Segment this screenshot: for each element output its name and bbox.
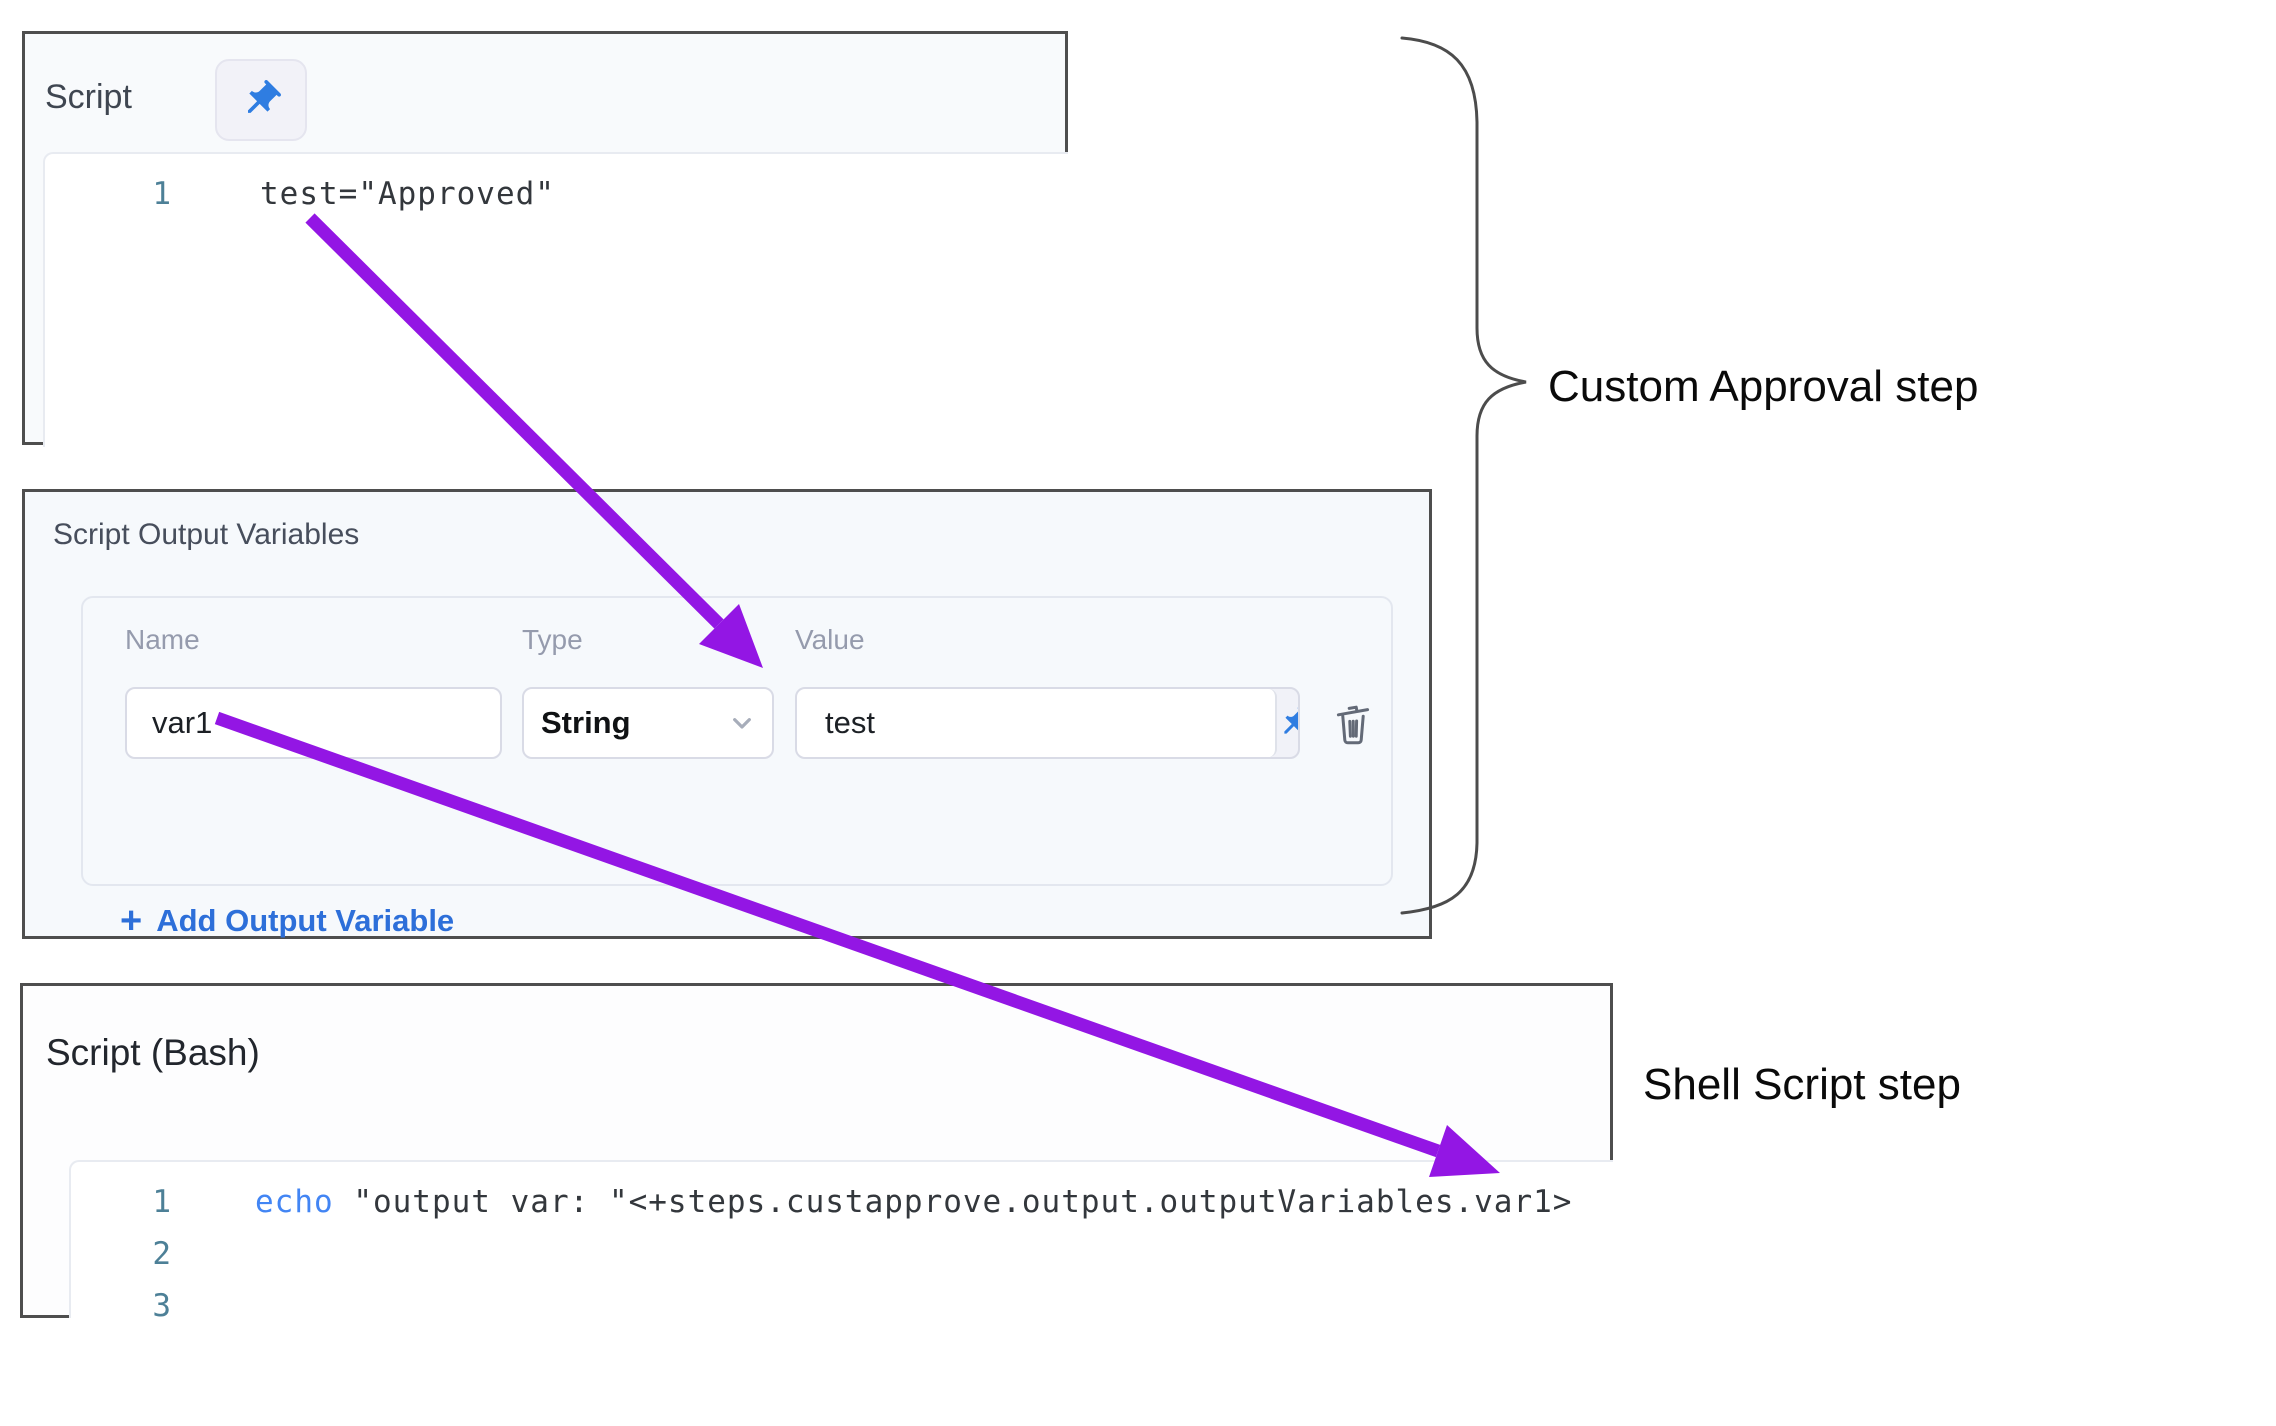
line-number: 1: [152, 176, 171, 212]
code-line: 3: [71, 1280, 1613, 1318]
line-number: 1: [152, 1184, 171, 1220]
shell-script-step-label: Shell Script step: [1643, 1060, 1961, 1109]
code-line: 1 test="Approved": [45, 168, 1068, 220]
script-panel: Script 1 test="Approved": [22, 31, 1068, 447]
code-line: 1 echo "output var: "<+steps.custapprove…: [71, 1176, 1613, 1228]
pushpin-icon: [1277, 705, 1298, 741]
code-line-text: echo "output var: "<+steps.custapprove.o…: [175, 1184, 1572, 1220]
add-output-variable-button[interactable]: + Add Output Variable: [120, 899, 455, 942]
script-panel-title: Script: [45, 78, 132, 116]
type-select-value: String: [541, 705, 631, 740]
variable-type-select[interactable]: String: [522, 687, 774, 759]
script-code-editor[interactable]: 1 test="Approved": [43, 152, 1068, 447]
add-output-variable-label: Add Output Variable: [156, 903, 455, 938]
type-column-label: Type: [522, 624, 583, 655]
line-number: 3: [152, 1288, 171, 1318]
keyword-token: echo: [255, 1184, 334, 1220]
plus-icon: +: [120, 899, 143, 942]
value-column-label: Value: [795, 624, 865, 655]
script-bash-title: Script (Bash): [46, 1032, 260, 1073]
custom-approval-step-label: Custom Approval step: [1548, 362, 1979, 411]
name-column-label: Name: [125, 624, 200, 655]
output-variable-card: Name Type Value String: [81, 596, 1393, 940]
variable-value-field: [795, 687, 1300, 759]
delete-variable-button[interactable]: [1325, 695, 1381, 751]
variable-name-input[interactable]: [125, 687, 502, 759]
pushpin-icon: [239, 78, 283, 122]
line-number: 2: [152, 1236, 171, 1272]
pin-button[interactable]: [215, 59, 307, 141]
trash-icon: [1329, 699, 1377, 747]
value-pin-button[interactable]: [1277, 689, 1298, 757]
code-line: 2: [71, 1228, 1613, 1280]
code-line-text: test="Approved": [260, 176, 555, 212]
script-bash-panel: Script (Bash) 1 echo "output var: "<+ste…: [20, 983, 1613, 1318]
script-output-variables-panel: Script Output Variables Name Type Value …: [22, 489, 1432, 940]
code-token: "output var: "<+steps.custapprove.output…: [333, 1184, 1573, 1220]
bash-code-editor[interactable]: 1 echo "output var: "<+steps.custapprove…: [69, 1160, 1613, 1318]
variable-value-input[interactable]: [797, 689, 1277, 757]
output-variables-title: Script Output Variables: [53, 518, 360, 551]
chevron-down-icon: [726, 707, 758, 739]
